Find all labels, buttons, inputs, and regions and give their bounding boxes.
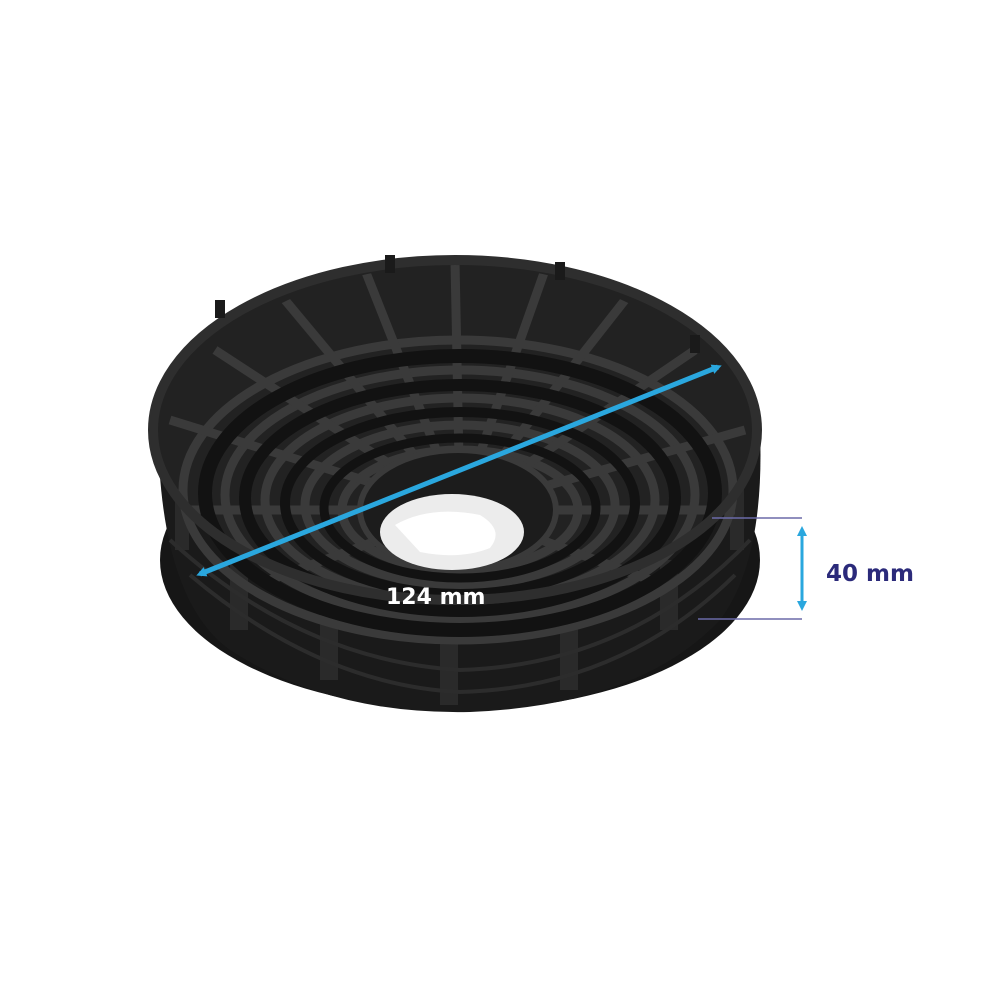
filter-body — [148, 255, 762, 713]
diameter-arrow — [196, 364, 722, 577]
diameter-label: 124 mm — [386, 585, 486, 610]
height-label: 40 mm — [826, 561, 914, 587]
